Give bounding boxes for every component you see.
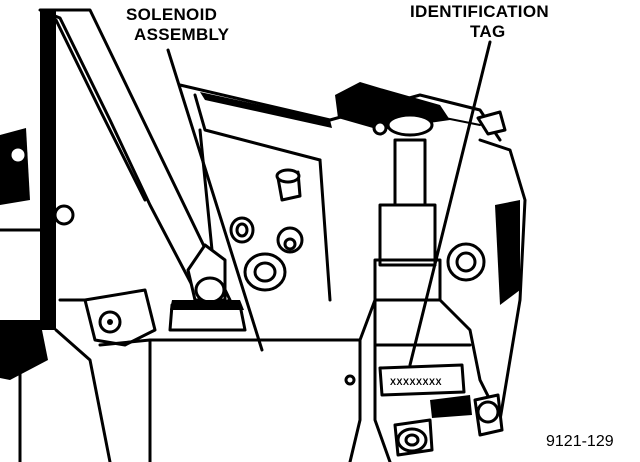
mount-bracket bbox=[58, 288, 157, 347]
solenoid-leader bbox=[166, 48, 264, 352]
leader-lines bbox=[166, 40, 492, 367]
case-lower-right: XXXXXXXX bbox=[373, 298, 504, 462]
solenoid-label-line2: ASSEMBLY bbox=[134, 25, 230, 44]
figure-number: 9121-129 bbox=[546, 433, 614, 450]
callout-labels: SOLENOID ASSEMBLY IDENTIFICATION TAG 912… bbox=[126, 2, 614, 450]
ident-label-line2: TAG bbox=[470, 22, 506, 41]
identification-tag bbox=[378, 363, 466, 397]
solenoid-assembly bbox=[98, 298, 377, 462]
tag-text: XXXXXXXX bbox=[390, 377, 442, 387]
bell-housing bbox=[0, 8, 232, 462]
fittings bbox=[186, 168, 304, 304]
rear-housing bbox=[438, 138, 527, 422]
ident-label-line1: IDENTIFICATION bbox=[410, 2, 549, 21]
tag-leader bbox=[408, 40, 492, 367]
solenoid-label-line1: SOLENOID bbox=[126, 5, 217, 24]
